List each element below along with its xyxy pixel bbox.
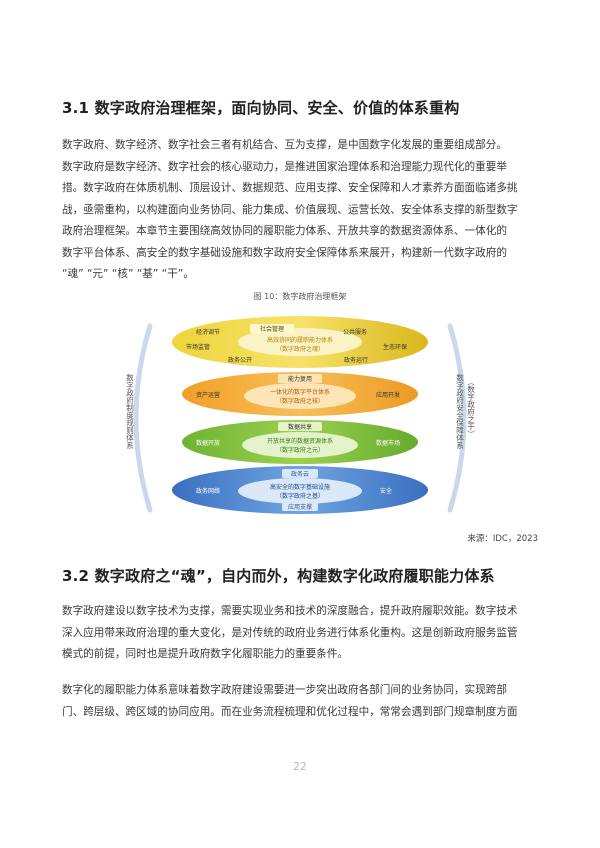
section-3-1-paragraph: 数字政府、数字经济、数字社会三者有机结合、互为支撑，是中国数字化发展的重要组成部…: [62, 135, 544, 286]
paragraph-line: 战，亟需重构，以构建面向业务协同、能力集成、价值展现、运营长效、安全体系支撑的新…: [62, 203, 518, 216]
layer-yellow-performance: 社会管理 经济调节 公共服务 市场监管 生态环保 政务公开 政务运行 高效协同的…: [172, 316, 428, 368]
section-heading-3-1: 3.1 数字政府治理框架，面向协同、安全、价值的体系重构: [62, 99, 460, 117]
layer-tag: 政务公开: [228, 356, 252, 364]
section-3-2-paragraph-1: 数字政府建设以数字技术为支撑，需要实现业务和技术的深度融合，提升政府履职效能。数…: [62, 601, 544, 666]
paragraph-line: 门、跨层级、跨区域的协同应用。而在业务流程梳理和优化过程中，常常会遇到部门规章制…: [62, 705, 518, 718]
figure-caption: 图 10：数字政府治理框架: [253, 292, 347, 301]
paragraph-line: 政府治理框架。本章节主要围绕高效协同的履职能力体系、开放共享的数据资源体系、一体…: [62, 225, 507, 237]
layer-title: 高安全的数字基础设施: [270, 483, 330, 491]
paragraph-line: 模式的前提，同时也是提升政府数字化履职能力的重要条件。: [62, 648, 349, 660]
layer-tag: 能力复用: [288, 375, 312, 383]
layer-tag: 应用开发: [376, 391, 400, 399]
right-side-label: 数字政府安全保障体系: [455, 373, 464, 450]
layer-tag: 数据市场: [376, 439, 400, 447]
layer-title: 一体化的数字平台体系: [270, 388, 330, 396]
layer-tag: 生态环保: [383, 343, 407, 351]
layer-green-data: 数据共享 数据开放 数据市场 开放共享的数据资源体系 （数字政府之元）: [182, 420, 418, 464]
layer-subtitle: （数字政府之魂）: [276, 345, 324, 353]
layer-tag: 市场监管: [186, 343, 210, 351]
layer-blue-infrastructure: 政务云 政务网络 安全 应用支撑 高安全的数字基础设施 （数字政府之基）: [172, 466, 428, 514]
layer-tag: 资产运营: [196, 391, 220, 399]
layer-subtitle: （数字政府之核）: [276, 397, 324, 405]
layer-tag: 数据开放: [196, 439, 220, 447]
section-heading-3-2: 3.2 数字政府之“魂”，自内而外，构建数字化政府履职能力体系: [62, 567, 495, 585]
paragraph-line: 数字平台体系、高安全的数字基础设施和数字政府安全保障体系来展开，构建新一代数字政…: [62, 246, 507, 259]
layer-tag: 政务网络: [196, 487, 220, 495]
left-bracket-arc: [133, 323, 153, 513]
layer-tag: 数据共享: [288, 423, 312, 431]
right-side-sublabel: （数字政府之干）: [466, 378, 475, 438]
layer-tag: 社会管理: [260, 325, 284, 333]
layer-tag: 安全: [380, 487, 392, 495]
layer-tag: 公共服务: [343, 328, 367, 336]
layer-tag: 政务运行: [344, 356, 368, 364]
layer-subtitle: （数字政府之基）: [276, 492, 324, 500]
layer-tag: 政务云: [291, 470, 309, 478]
left-side-label: 数字政府制度规则体系: [125, 373, 134, 450]
layer-title: 开放共享的数据资源体系: [267, 437, 333, 445]
right-bracket-arc: [447, 323, 467, 513]
paragraph-line: 措。数字政府在体质机制、顶层设计、数据规范、应用支撑、安全保障和人才素养方面面临…: [62, 182, 518, 194]
layer-title: 高效协同的履职能力体系: [267, 336, 333, 344]
paragraph-line: 数字政府、数字经济、数字社会三者有机结合、互为支撑，是中国数字化发展的重要组成部…: [62, 139, 507, 151]
section-3-2-paragraph-2: 数字化的履职能力体系意味着数字政府建设需要进一步突出政府各部门间的业务协同，实现…: [62, 680, 544, 723]
paragraph-line: “魂” “元” “核” “基” “干”。: [62, 268, 194, 280]
paragraph-line: 数字政府是数字经济、数字社会的核心驱动力，是推进国家治理体系和治理能力现代化的重…: [62, 160, 507, 173]
figure-source: 来源：IDC，2023: [467, 534, 538, 544]
governance-framework-diagram: 数字政府制度规则体系 数字政府安全保障体系 （数字政府之干） 社会管理 经济调节…: [125, 316, 476, 514]
page-number: 22: [293, 760, 307, 773]
layer-tag: 经济调节: [196, 328, 220, 336]
layer-tag: 应用支撑: [288, 503, 312, 511]
layer-orange-platform: 能力复用 资产运营 应用开发 一体化的数字平台体系 （数字政府之核）: [182, 372, 418, 416]
paragraph-line: 数字政府建设以数字技术为支撑，需要实现业务和技术的深度融合，提升政府履职效能。数…: [62, 605, 518, 617]
paragraph-line: 深入应用带来政府治理的重大变化，是对传统的政府业务进行体系化重构。这是创新政府服…: [62, 626, 518, 639]
layer-subtitle: （数字政府之元）: [276, 446, 324, 454]
paragraph-line: 数字化的履职能力体系意味着数字政府建设需要进一步突出政府各部门间的业务协同，实现…: [62, 684, 507, 696]
